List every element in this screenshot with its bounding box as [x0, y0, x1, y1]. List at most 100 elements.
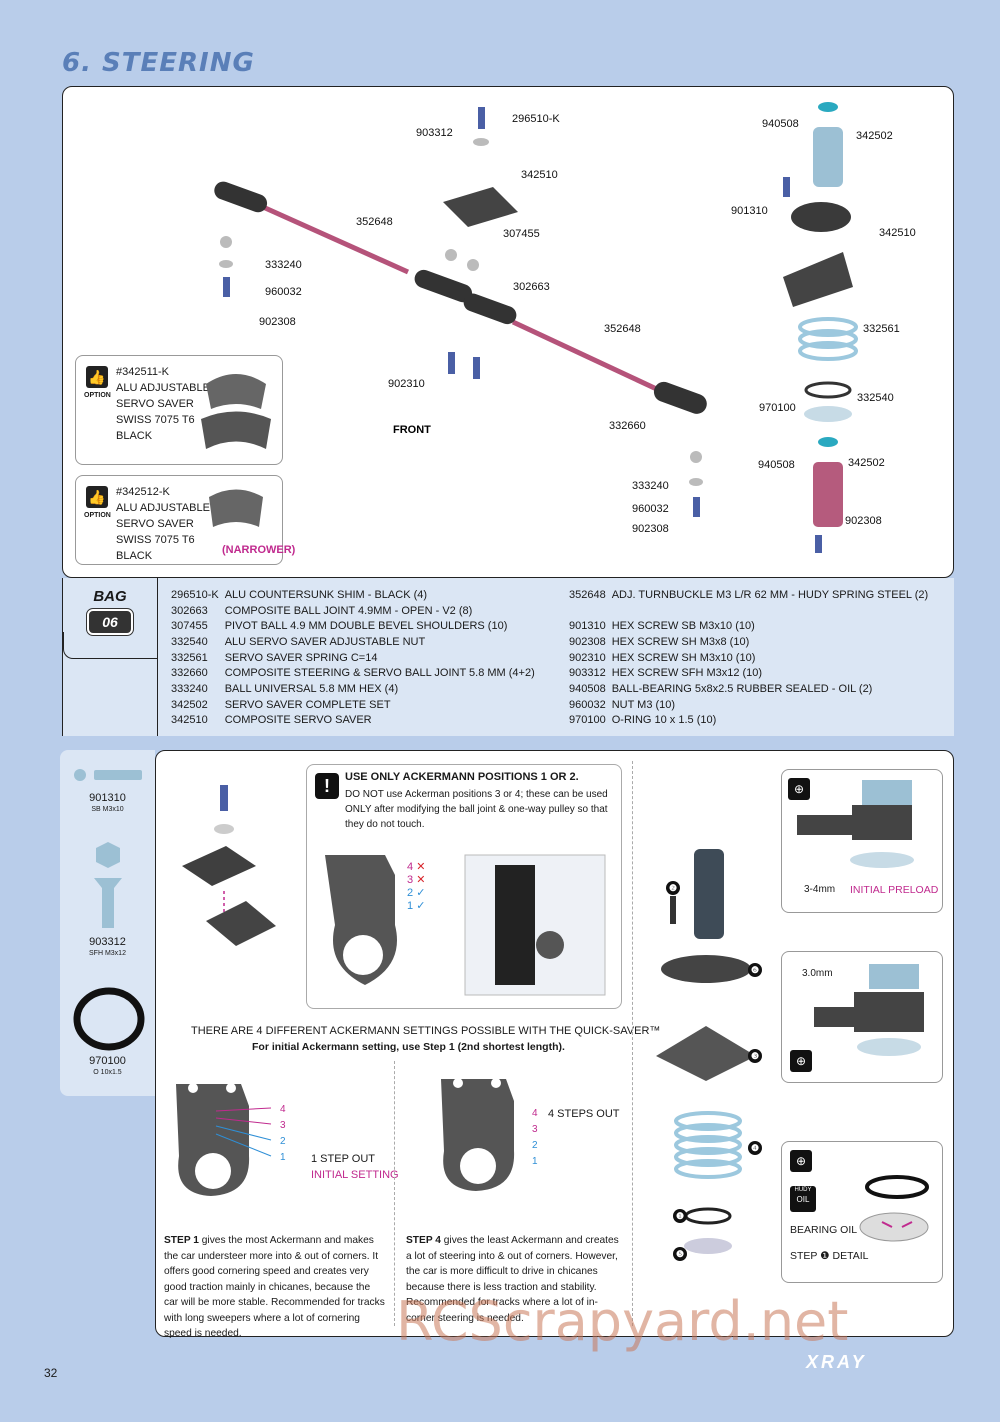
label-296510-k: 296510-K: [512, 113, 560, 125]
label-302663: 302663: [513, 281, 550, 293]
step1-callout: 1 STEP OUT: [311, 1153, 375, 1165]
label-960032: 960032: [265, 286, 302, 298]
option-line: BLACK: [116, 430, 153, 442]
bearing-oil-label: BEARING OIL: [790, 1224, 858, 1236]
label-903312: 903312: [416, 127, 453, 139]
screw-sfh-icon: [94, 842, 122, 928]
label-332660: 332660: [609, 420, 646, 432]
ackermann-warning-diagram: [325, 854, 606, 996]
label-960032b: 960032: [632, 503, 669, 515]
option-box-342511k: 👍 OPTION #342511-K ALU ADJUSTABLE SERVO …: [75, 355, 283, 465]
step4-callout: 4 STEPS OUT: [548, 1108, 620, 1120]
warning-positions: 4 ✕ 3 ✕ 2 ✓ 1 ✓: [407, 861, 426, 912]
table-row: [569, 603, 934, 619]
label-332561: 332561: [863, 323, 900, 335]
label-332540: 332540: [857, 392, 894, 404]
label-902310: 902310: [388, 378, 425, 390]
thumbs-up-icon: 👍: [86, 486, 108, 508]
page-number: 32: [44, 1366, 58, 1380]
assembly-panel: ! USE ONLY ACKERMANN POSITIONS 1 OR 2. D…: [155, 750, 954, 1339]
label-342510b: 342510: [879, 227, 916, 239]
servo-saver-exploded: [182, 785, 276, 946]
option-line: BLACK: [116, 550, 153, 562]
detail-bearing-oil-box: ⊕ HUDY OIL BEARING OIL STEP ❶ DETAIL: [781, 1141, 943, 1283]
step4-diagram: [441, 1078, 515, 1191]
servo-saver-narrow-image: [209, 489, 263, 527]
option-line: SERVO SAVER: [116, 518, 194, 530]
warning-text: DO NOT use Ackerman positions 3 or 4; th…: [345, 789, 608, 830]
option-line: SWISS 7075 T6: [116, 414, 195, 426]
o-ring-icon: [73, 987, 145, 1051]
step-number: ❹: [748, 1141, 762, 1155]
option-line: SWISS 7075 T6: [116, 534, 195, 546]
exploded-view-drawing: FRONT: [214, 102, 858, 553]
magnifier-icon: ⊕: [788, 778, 810, 800]
label-902308c: 902308: [845, 515, 882, 527]
preload-label: INITIAL PRELOAD: [850, 884, 939, 896]
option-code: #342512-K: [116, 486, 170, 498]
label-902308: 902308: [259, 316, 296, 328]
option-code: #342511-K: [116, 366, 170, 378]
step-number: ❺: [673, 1247, 687, 1261]
servo-saver-image: [201, 374, 271, 449]
warning-icon: !: [315, 773, 339, 799]
label-307455: 307455: [503, 228, 540, 240]
label-342502: 342502: [856, 130, 893, 142]
servo-saver-stack: [656, 849, 756, 1254]
label-940508b: 940508: [758, 459, 795, 471]
narrower-note: (NARROWER): [222, 544, 296, 556]
warning-heading: USE ONLY ACKERMANN POSITIONS 1 OR 2.: [345, 771, 579, 783]
check-icon: ✓: [416, 887, 426, 899]
bag-badge: BAG 06: [86, 588, 134, 636]
option-word: OPTION: [84, 392, 111, 399]
step-number: ❷: [666, 881, 680, 895]
oil-icon: HUDY OIL: [790, 1186, 816, 1212]
label-333240b: 333240: [632, 480, 669, 492]
option-box-342512k: 👍 OPTION #342512-K ALU ADJUSTABLE SERVO …: [75, 475, 295, 565]
step4-description: STEP 4 gives the least Ackermann and cre…: [406, 1235, 619, 1324]
step-number: ❶: [673, 1209, 687, 1223]
option-line: ALU ADJUSTABLE: [116, 382, 210, 394]
option-word: OPTION: [84, 512, 111, 519]
preload-detail-diagram: [797, 780, 914, 868]
magnifier-icon: ⊕: [790, 1050, 812, 1072]
label-352648: 352648: [356, 216, 393, 228]
option-line: SERVO SAVER: [116, 398, 194, 410]
label-352648b: 352648: [604, 323, 641, 335]
label-342510: 342510: [521, 169, 558, 181]
watermark: RCScrapyard.net: [396, 1290, 849, 1353]
bag-number: 06: [86, 608, 134, 636]
step1-description: STEP 1 gives the most Ackermann and make…: [164, 1235, 385, 1339]
bag-label: BAG: [93, 588, 127, 605]
magnifier-icon: ⊕: [790, 1150, 812, 1172]
label-902308b: 902308: [632, 523, 669, 535]
step1-callout-2: INITIAL SETTING: [311, 1169, 399, 1181]
step-number: ❻: [748, 963, 762, 977]
bearing-oil-diagram: [859, 1175, 929, 1242]
label-333240: 333240: [265, 259, 302, 271]
label-970100: 970100: [759, 402, 796, 414]
exploded-view-panel: FRONT 903312 296510-K 342510 352648 3332…: [62, 86, 954, 578]
brand-logo: XRAY: [806, 1352, 867, 1372]
hw-code: 901310: [89, 792, 126, 804]
gap-detail-diagram: [814, 964, 924, 1056]
hw-spec: O 10x1.5: [93, 1069, 122, 1076]
screw-sb-icon: [74, 769, 142, 781]
preload-dimension: 3-4mm: [804, 884, 836, 895]
label-940508: 940508: [762, 118, 799, 130]
